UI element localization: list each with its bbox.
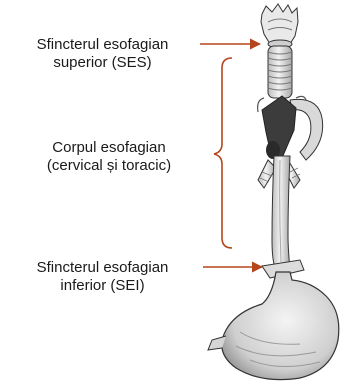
label-esophageal-body: Corpul esofagian (cervical și toracic)	[0, 139, 218, 175]
esophagus-dark-segment	[262, 96, 296, 159]
label-lower-sphincter: Sfincterul esofagian inferior (SEI)	[0, 259, 205, 295]
label-esophageal-body-line1: Corpul esofagian	[0, 139, 218, 157]
label-upper-sphincter-line1: Sfincterul esofagian	[0, 36, 205, 54]
pharynx	[261, 4, 298, 48]
label-esophageal-body-line2: (cervical și toracic)	[0, 157, 218, 175]
label-upper-sphincter: Sfincterul esofagian superior (SES)	[0, 36, 205, 72]
label-lower-sphincter-line1: Sfincterul esofagian	[0, 259, 205, 277]
stomach	[208, 272, 339, 380]
trachea	[268, 46, 292, 98]
esophagus-tube	[272, 156, 290, 270]
label-lower-sphincter-line2: inferior (SEI)	[0, 277, 205, 295]
label-upper-sphincter-line2: superior (SES)	[0, 54, 205, 72]
